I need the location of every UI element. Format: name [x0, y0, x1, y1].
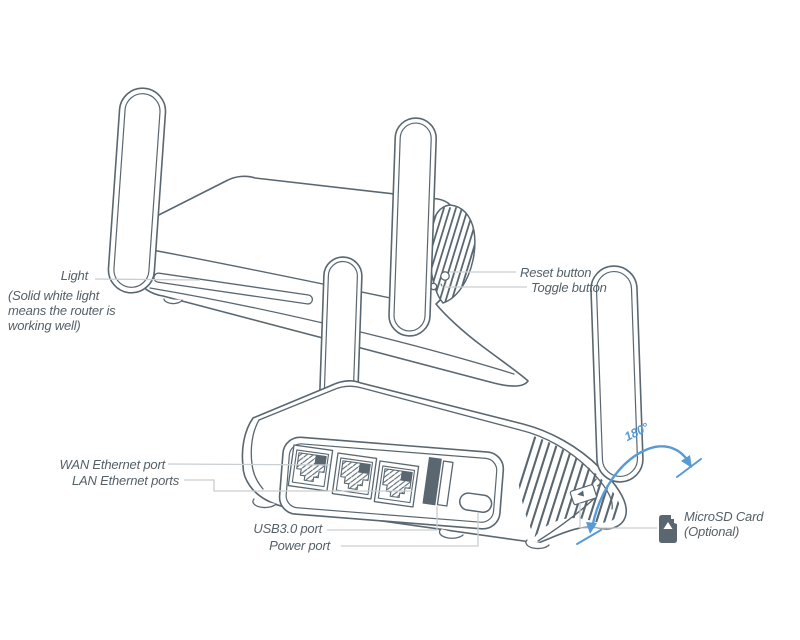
- microsd-card-icon: [659, 515, 677, 543]
- usb-port: [422, 457, 454, 507]
- ethernet-port-lan-2: [373, 460, 420, 508]
- power-port: [458, 492, 493, 513]
- leader-line-wan: [167, 463, 331, 466]
- router-back-top-inner-contour: [258, 385, 613, 510]
- ethernet-port-lan-1: [331, 452, 378, 500]
- leader-line-lan: [184, 479, 412, 492]
- rotation-tick-left: [576, 529, 602, 545]
- light-description-line-1: (Solid white light: [8, 288, 100, 303]
- antenna-icon-back-right: [590, 265, 644, 483]
- router-back-view-illustration: [241, 256, 644, 550]
- microsd-slot-icon: [569, 478, 601, 506]
- leader-line-light: [94, 278, 201, 281]
- router-back-bottom-sliver-edge: [537, 495, 598, 542]
- curved-arrow-180-icon: [576, 445, 702, 545]
- wan-port-label: WAN Ethernet port: [59, 457, 166, 472]
- router-back-foot-1: [252, 498, 277, 509]
- microsd-label-line-2: (Optional): [684, 524, 740, 539]
- reset-button-label: Reset button: [520, 265, 592, 280]
- power-port-label: Power port: [269, 538, 330, 553]
- light-description-line-2: means the router is: [8, 303, 116, 318]
- ethernet-port-wan: [287, 444, 334, 492]
- toggle-button-label: Toggle button: [531, 280, 607, 295]
- reset-button-dot: [440, 271, 450, 281]
- leader-line-power: [341, 513, 479, 547]
- light-description-line-3: working well): [8, 318, 81, 333]
- antenna-icon-top-right: [388, 117, 437, 337]
- router-back-foot-3: [525, 539, 550, 550]
- usb-port-label: USB3.0 port: [253, 521, 322, 536]
- light-label: Light: [60, 268, 88, 283]
- leader-line-usb: [327, 506, 438, 531]
- router-back-foot-2: [438, 528, 464, 539]
- antenna-icon-top-left: [107, 87, 167, 294]
- router-top-foot: [163, 298, 183, 305]
- microsd-label-line-1: MicroSD Card: [684, 509, 764, 524]
- lan-ports-label: LAN Ethernet ports: [72, 473, 179, 488]
- router-top-view-illustration: [107, 87, 529, 387]
- rotation-tick-right: [676, 458, 702, 478]
- leader-lines: [94, 271, 657, 547]
- leader-line-microsd: [579, 503, 657, 529]
